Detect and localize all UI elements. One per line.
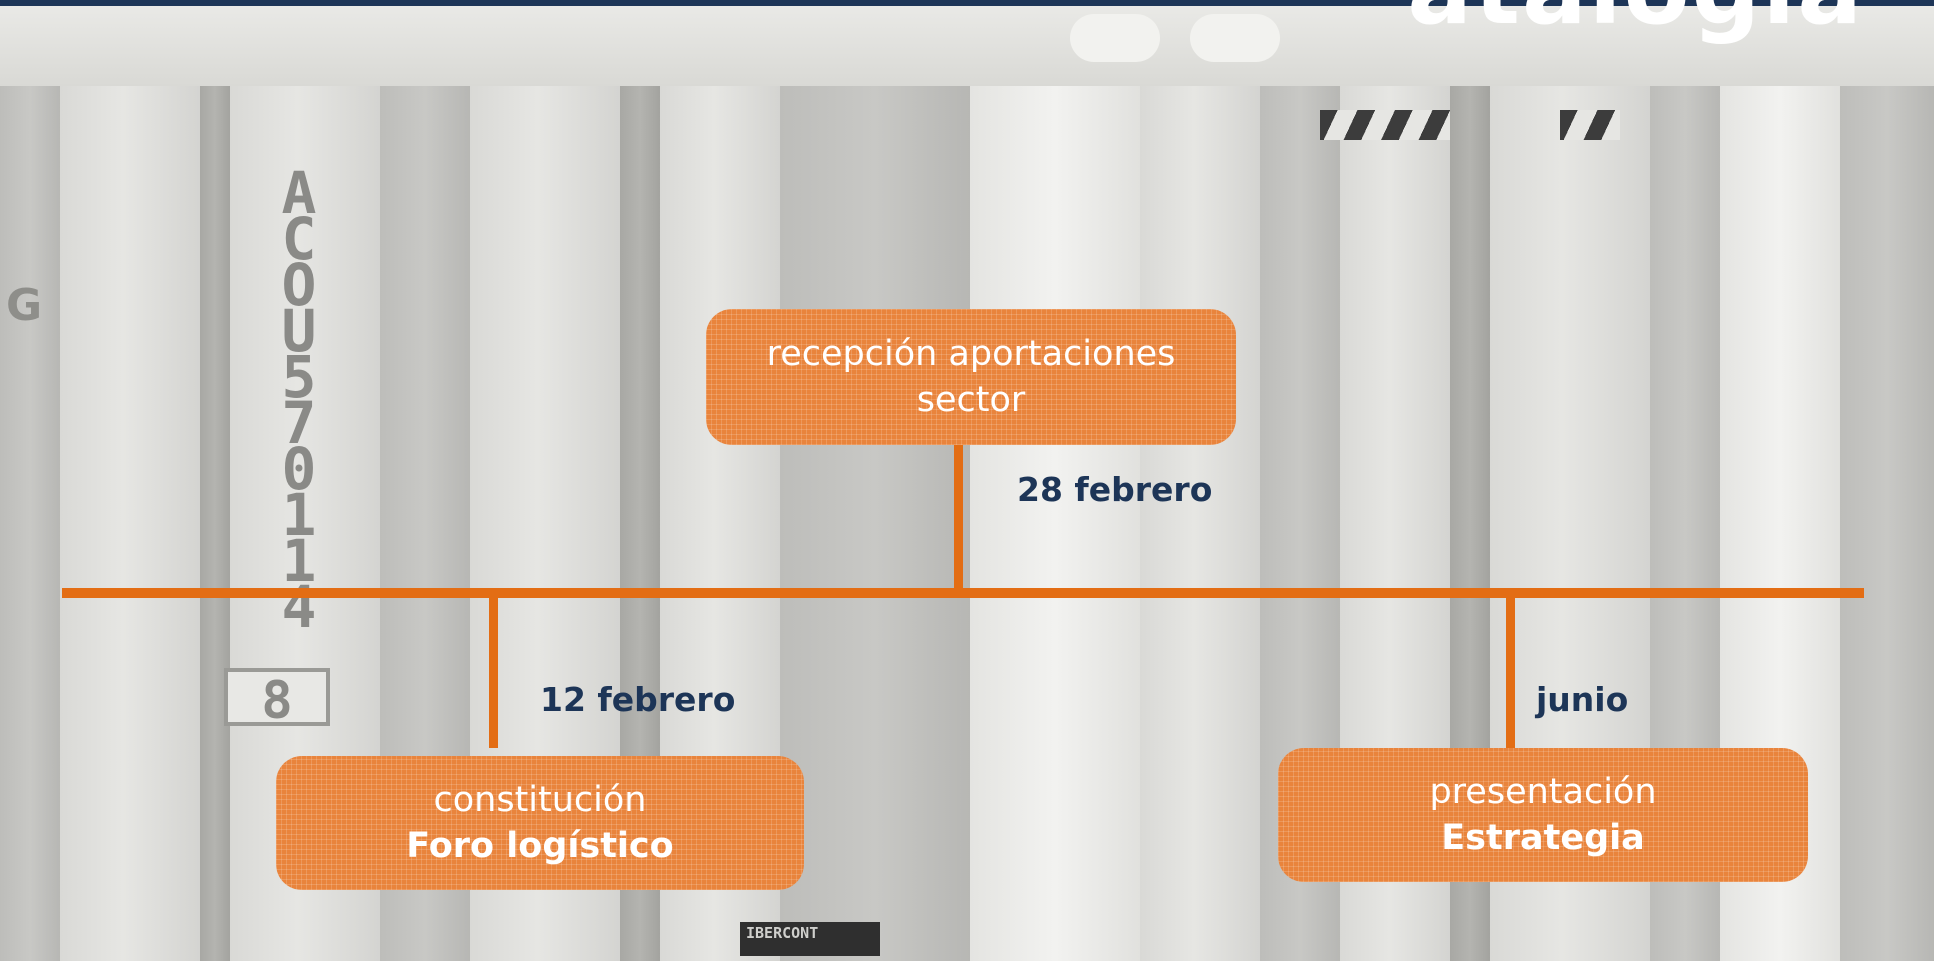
event-date: 12 febrero: [540, 680, 736, 719]
event-title: presentación: [1429, 772, 1657, 812]
container-brand-label: IBERCONT: [740, 922, 880, 956]
event-subtitle: sector: [916, 380, 1026, 420]
stencil-char: U: [281, 297, 317, 365]
corner-casting-hole: [1070, 14, 1160, 62]
event-subtitle: Foro logístico: [406, 826, 674, 866]
event-box-presentacion: presentación Estrategia: [1278, 748, 1808, 882]
slide-title-fragment: atalogía: [1407, 0, 1864, 38]
stencil-char: A: [281, 159, 317, 227]
stencil-char: C: [281, 205, 317, 273]
corner-casting-hole: [1190, 14, 1280, 62]
title-bar-strip: [0, 0, 1934, 6]
event-date: 28 febrero: [1017, 470, 1213, 509]
timeline-axis: [62, 588, 1864, 598]
event-box-recepcion: recepción aportaciones sector: [706, 309, 1236, 445]
stencil-char: O: [281, 251, 317, 319]
event-title: constitución: [433, 780, 647, 820]
container-stencil-box: 8: [224, 668, 330, 730]
stencil-char: 4: [281, 573, 317, 641]
hazard-stripes: [1320, 110, 1450, 140]
stencil-char: 5: [281, 343, 317, 411]
stencil-char: 7: [281, 389, 317, 457]
hazard-stripes: [1560, 110, 1620, 140]
container-top-rail: [0, 6, 1934, 86]
event-box-constitucion: constitución Foro logístico: [276, 756, 804, 890]
container-letter-g: G: [6, 280, 43, 331]
event-subtitle: Estrategia: [1441, 818, 1645, 858]
timeline-connector: [954, 445, 963, 591]
stencil-char: 1: [281, 481, 317, 549]
event-date: junio: [1536, 680, 1629, 719]
container-stencil-code: A C O U 5 7 0 1 1 4: [268, 159, 330, 641]
timeline-connector: [1506, 593, 1515, 748]
timeline-connector: [489, 593, 498, 748]
event-title: recepción aportaciones: [766, 334, 1176, 374]
stencil-char: 0: [281, 435, 317, 503]
stencil-char: 1: [281, 527, 317, 595]
